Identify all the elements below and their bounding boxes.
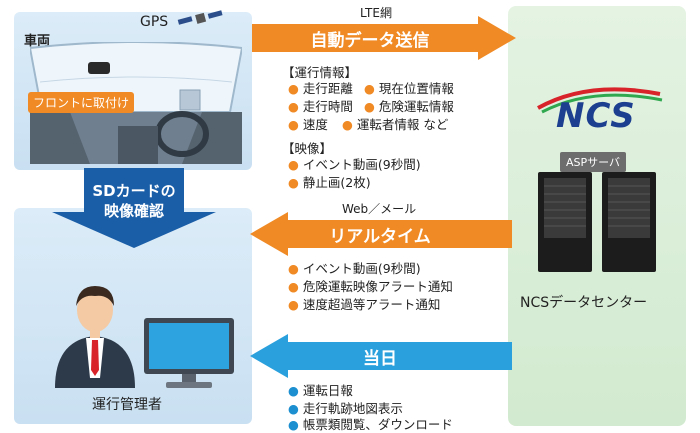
operation-item-4: ● 危険運転情報 xyxy=(364,99,454,114)
video-item-1: ● イベント動画(9秒間) xyxy=(288,157,421,172)
video-info-heading: 【映像】 xyxy=(282,141,333,156)
server-icon xyxy=(538,172,656,272)
ncs-panel xyxy=(508,6,686,426)
same-day-item-1: ● 運転日報 xyxy=(288,383,353,398)
sd-card-label-line2: 映像確認 xyxy=(103,202,164,220)
ncs-center-label: NCSデータセンター xyxy=(520,295,648,311)
operation-info-heading: 【運行情報】 xyxy=(282,65,358,80)
monitor-illustration xyxy=(144,318,234,388)
manager-person-illustration xyxy=(55,286,135,388)
vehicle-label: 車両 xyxy=(24,34,51,49)
operation-item-5: ● 速度 xyxy=(288,117,328,132)
car-interior-illustration xyxy=(30,42,242,164)
operation-item-1: ● 走行距離 xyxy=(288,81,353,96)
manager-label: 運行管理者 xyxy=(92,397,162,413)
same-day-label: 当日 xyxy=(363,349,397,369)
satellite-icon xyxy=(177,10,223,25)
auto-send-label: 自動データ送信 xyxy=(310,31,430,51)
asp-server-tag: ASPサーバ xyxy=(560,152,627,172)
sd-card-label-line1: SDカードの xyxy=(92,182,176,200)
realtime-item-1: ● イベント動画(9秒間) xyxy=(288,261,421,276)
web-mail-caption: Web／メール xyxy=(342,202,417,216)
realtime-item-2: ● 危険運転映像アラート通知 xyxy=(288,279,453,294)
realtime-item-3: ● 速度超過等アラート通知 xyxy=(288,297,441,312)
auto-send-arrow xyxy=(252,16,516,60)
same-day-item-3: ● 帳票類閲覧、ダウンロード xyxy=(288,417,453,432)
mount-tag: フロントに取付け xyxy=(28,92,135,113)
lte-caption: LTE網 xyxy=(360,6,392,20)
ncs-logo-text: NCS xyxy=(556,96,636,136)
sd-card-arrow xyxy=(52,168,216,248)
realtime-label: リアルタイム xyxy=(329,227,431,247)
operation-item-6: ● 運転者情報 など xyxy=(342,117,449,132)
gps-label: GPS xyxy=(140,14,169,30)
ncs-logo xyxy=(537,87,663,114)
operation-item-3: ● 走行時間 xyxy=(288,99,353,114)
realtime-arrow xyxy=(250,212,512,256)
same-day-item-2: ● 走行軌跡地図表示 xyxy=(288,401,403,416)
same-day-arrow xyxy=(250,334,512,378)
video-item-2: ● 静止画(2枚) xyxy=(288,175,371,190)
operation-item-2: ● 現在位置情報 xyxy=(364,81,454,96)
